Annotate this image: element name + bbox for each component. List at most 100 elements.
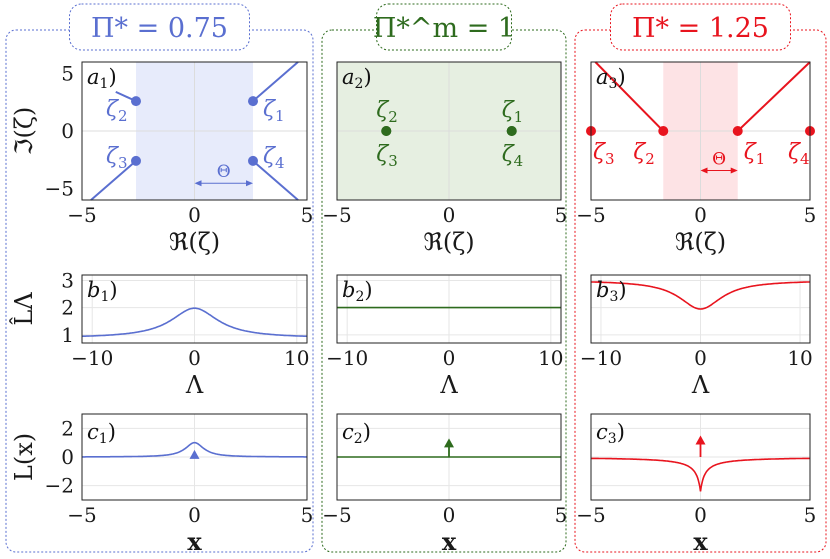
y-tick-label: 0: [61, 445, 74, 469]
x-axis-label: Λ: [439, 371, 458, 399]
x-tick-label: 0: [188, 346, 201, 370]
axes-frame: [336, 413, 562, 501]
y-axis-label: ℑ(ζ): [10, 107, 38, 155]
delta-arrowhead: [444, 438, 454, 448]
x-tick-label: 0: [694, 203, 707, 227]
theta-arrowhead-left: [194, 180, 202, 187]
theta-label: Θ: [712, 150, 726, 170]
x-tick-label: −10: [71, 346, 113, 370]
axes-frame: [81, 274, 308, 344]
column-title-box: [610, 3, 791, 51]
axes-frame: [81, 61, 308, 201]
panel-label: a2): [342, 65, 372, 92]
y-tick-label: 0: [61, 119, 74, 143]
panel-label: b1): [87, 278, 118, 305]
axes-frame: [336, 61, 562, 201]
x-tick-label: 0: [443, 503, 456, 527]
x-tick-label: 0: [694, 346, 707, 370]
x-tick-label: −5: [67, 503, 96, 527]
delta-arrowhead: [189, 449, 200, 459]
x-tick-label: 0: [443, 346, 456, 370]
y-tick-label: −2: [45, 474, 74, 498]
x-tick-label: 0: [188, 503, 201, 527]
axes-frame: [590, 413, 811, 501]
theta-arrowhead-right: [246, 180, 253, 187]
x-tick-label: 5: [555, 203, 568, 227]
branch-cut: [90, 160, 137, 201]
axes-frame: [590, 61, 811, 201]
x-axis-label: x: [693, 527, 708, 556]
y-axis-label: L̂Λ: [10, 292, 38, 326]
y-tick-label: −5: [45, 177, 74, 201]
axes-frame: [590, 274, 811, 344]
zeta-point-4: [506, 126, 517, 136]
x-tick-label: −5: [67, 203, 96, 227]
axes-frame: [81, 413, 308, 501]
column-frame: [5, 29, 314, 553]
x-tick-label: 5: [301, 503, 314, 527]
panel-b-1: b1) −10 0 10 3 2 1 L̂Λ Λ: [10, 268, 310, 399]
x-axis-label: Λ: [691, 371, 710, 399]
zeta-point-1: [732, 126, 743, 136]
x-tick-label: 0: [188, 203, 201, 227]
y-tick-label: 1: [61, 323, 74, 347]
zeta-point-3: [381, 126, 392, 136]
x-axis-label: ℜ(ζ): [169, 228, 220, 256]
x-axis-label: x: [187, 527, 202, 556]
x-axis-label: x: [442, 527, 457, 556]
theta-arrowhead-left: [700, 167, 708, 174]
panel-label: a1): [87, 65, 117, 92]
x-tick-label: 5: [804, 203, 817, 227]
x-tick-label: 5: [555, 503, 568, 527]
x-tick-label: −5: [576, 503, 605, 527]
column-title: Π* = 0.75: [91, 13, 228, 44]
series-line: [591, 457, 810, 492]
x-axis-label: Λ: [185, 371, 204, 399]
x-tick-label: −5: [322, 203, 351, 227]
column-frame: [574, 29, 827, 553]
column-title-box: [376, 3, 512, 51]
x-tick-label: −5: [576, 203, 605, 227]
column-title: Π* = 1.25: [632, 13, 769, 44]
column-title: Π*^m = 1: [373, 13, 515, 44]
x-tick-label: −5: [322, 503, 351, 527]
y-tick-label: 5: [61, 62, 74, 86]
x-tick-label: −10: [580, 346, 622, 370]
y-tick-label: 3: [61, 268, 74, 292]
y-tick-label: 2: [61, 416, 74, 440]
delta-arrowhead: [695, 435, 706, 445]
x-tick-label: 0: [694, 503, 707, 527]
x-tick-label: 5: [301, 203, 314, 227]
branch-cut: [252, 61, 299, 102]
x-axis-label: ℜ(ζ): [423, 228, 474, 256]
x-tick-label: 10: [787, 346, 812, 370]
zeta-point-2: [658, 126, 669, 136]
branch-cut: [594, 61, 664, 132]
x-tick-label: 10: [538, 346, 563, 370]
theta-label: Θ: [217, 162, 231, 182]
zeta-point-2: [131, 96, 141, 107]
series-line: [82, 441, 307, 458]
y-axis-label: L(x): [10, 433, 38, 481]
x-tick-label: 0: [443, 203, 456, 227]
series-line: [591, 281, 810, 310]
zeta-point-1: [248, 96, 258, 107]
x-tick-label: 10: [284, 346, 309, 370]
y-tick-label: 2: [61, 296, 74, 320]
zeta-point-4: [248, 155, 258, 166]
series-line: [81, 307, 308, 338]
branch-cut: [737, 61, 811, 132]
branch-cut: [252, 160, 299, 201]
